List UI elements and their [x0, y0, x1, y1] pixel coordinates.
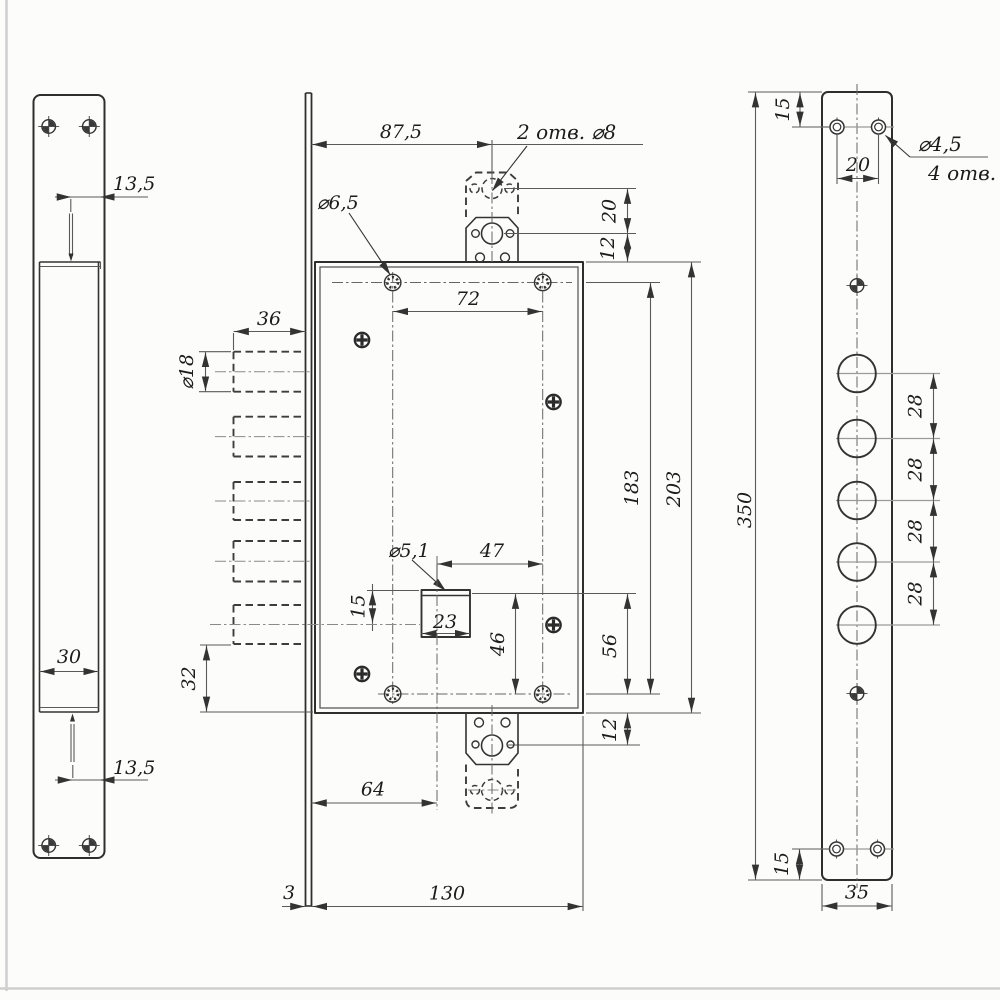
- dim-bolt-length: 36: [232, 308, 306, 350]
- dim-text: 35: [845, 882, 869, 904]
- dim-text: 20: [845, 154, 870, 176]
- faceplate-view: 15 20 ⌀4,5 4 отв.: [734, 84, 996, 911]
- left-side-view: 13,5 30 13,5: [32, 94, 155, 859]
- dim-text: 28: [905, 519, 927, 544]
- label-corner-hole: ⌀6,5: [317, 192, 391, 276]
- dim-key-to-screw-column: 47: [436, 540, 543, 586]
- dim-text: 3: [283, 882, 295, 904]
- deadbolts-hidden: [210, 350, 420, 645]
- dim-text: 15: [348, 594, 370, 618]
- dim-text: 72: [456, 288, 480, 310]
- dim-keyhole-offset: 64: [311, 779, 437, 807]
- dim-bolt-dia: ⌀18: [176, 351, 231, 393]
- dim-case-depth: 30: [39, 646, 99, 676]
- dim-text: 13,5: [113, 757, 155, 779]
- label-text: 2 отв. ⌀8: [516, 120, 616, 144]
- dim-text: 47: [479, 540, 505, 562]
- dim-text: 20: [599, 199, 621, 224]
- dim-keyhole-width: 23: [421, 611, 470, 638]
- dim-bottom-bracket-hole: 12: [508, 713, 640, 746]
- dim-side-top-offset: 13,5: [55, 173, 155, 212]
- label-pin-hole: ⌀5,1: [388, 540, 447, 591]
- dim-text: 87,5: [380, 121, 422, 143]
- dim-text: ⌀18: [176, 354, 198, 390]
- dim-body-width: 130: [311, 716, 584, 911]
- label-text: ⌀6,5: [317, 192, 359, 214]
- dim-text: 28: [905, 581, 927, 606]
- dim-hole-rows-height: 183: [586, 281, 660, 695]
- dim-text: 12: [599, 718, 621, 742]
- faceplate-edge: [304, 92, 313, 907]
- side-tab-bottom: [70, 713, 75, 762]
- dim-plate-height: 350: [734, 91, 822, 881]
- dim-text: 130: [429, 883, 465, 905]
- side-case: [38, 261, 102, 713]
- bolt-holes: [836, 353, 940, 645]
- dim-side-bottom-offset: 13,5: [55, 757, 155, 784]
- dim-screw-top-offset: 15: [772, 91, 830, 128]
- dim-text: 203: [663, 471, 685, 508]
- dim-plate-width: 35: [821, 882, 893, 911]
- label-text: 4 отв.: [927, 161, 996, 185]
- label-text: ⌀5,1: [388, 540, 430, 562]
- dim-text: 350: [734, 492, 756, 528]
- dim-screw-span: 72: [392, 288, 543, 316]
- bottom-bracket: [465, 705, 519, 816]
- dim-text: 23: [432, 611, 457, 633]
- side-plate-outline: [32, 94, 106, 859]
- side-tab-top: [68, 213, 74, 262]
- front-view: 23 15 ⌀5,1 47 46: [176, 92, 701, 911]
- dim-text: 30: [57, 646, 81, 668]
- dim-faceplate-thickness: 3: [282, 882, 306, 911]
- dim-body-height: 203: [586, 261, 701, 714]
- dim-text: 32: [178, 666, 200, 690]
- dim-screw-bottom-offset: 15: [771, 848, 830, 880]
- dim-text: 64: [361, 779, 385, 801]
- dim-text: 28: [905, 394, 927, 419]
- dim-text: 183: [621, 470, 643, 506]
- label-text: ⌀4,5: [918, 132, 962, 156]
- label-screw-holes: ⌀4,5 4 отв.: [884, 132, 996, 185]
- dim-text: 46: [487, 632, 509, 657]
- dim-key-zone-height: 56: [599, 593, 632, 694]
- dim-bracket-hole-to-edge: 12: [597, 234, 632, 261]
- dim-keyhole-to-bottom-row: 46: [472, 592, 636, 694]
- dim-bolt-hole-pitch-chain: 28 28 28 28: [905, 373, 938, 625]
- dim-text: 12: [597, 236, 619, 260]
- dim-text: 15: [771, 852, 793, 876]
- dim-text: 56: [599, 634, 621, 658]
- dim-screw-pitch: 20: [836, 134, 880, 184]
- dim-text: 15: [772, 97, 794, 121]
- dim-text: 28: [905, 457, 927, 482]
- lock-body-inner: [319, 266, 579, 709]
- dim-keyhole-top-offset: 15: [348, 584, 419, 631]
- lock-body-outline: [314, 261, 584, 714]
- label-bracket-holes: 2 отв. ⌀8: [492, 120, 616, 192]
- dim-text: 13,5: [113, 173, 155, 195]
- dim-bolt-to-bottom: 32: [178, 644, 313, 713]
- dim-text: 36: [257, 308, 281, 330]
- keyhole: [420, 556, 471, 810]
- dim-bracket-offset: 87,5: [311, 121, 643, 174]
